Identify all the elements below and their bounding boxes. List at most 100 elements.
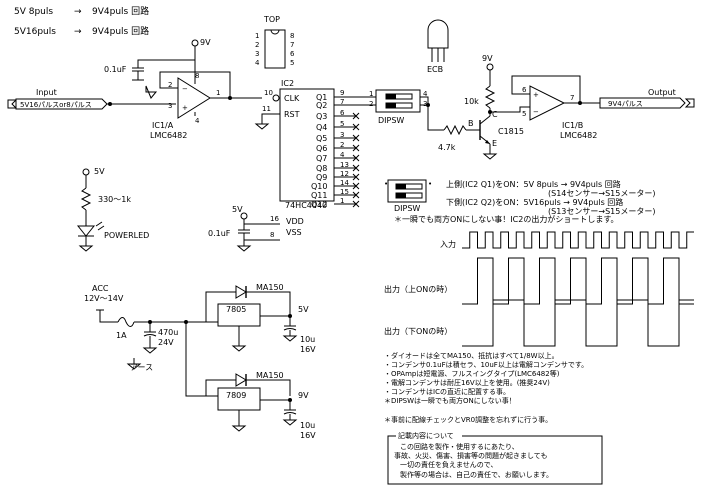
ic1a-opamp [177,77,211,119]
ic2-q-label: Q1 [316,93,327,102]
power-c10b: 10u [300,421,315,430]
ground-icon [145,85,158,99]
wave-in-label: 入力 [440,239,456,249]
ic2-out-pin: 7 [340,98,344,106]
vdd-terminal-icon [191,39,199,47]
output-label: Output [648,88,676,97]
wave-output-down [462,299,694,347]
led-supply: 5V [94,167,105,176]
ic2-vdd-pin: 16 [270,215,279,223]
legend-warn: ＊一瞬でも両方ONにしない事！IC2の出力がショートします。 [394,214,619,224]
ic2-out-pin: 4 [340,151,345,159]
transistor-package-icon: ECB [427,19,449,74]
disclaimer-line: 製作等の場合は、自己の責任で、お願いします。 [400,470,553,479]
ic2-q-label: Q11 [311,191,327,200]
fuse-icon [117,317,135,327]
emitter-arrow-icon [485,140,490,144]
led-resistor: 330～1k [98,195,131,204]
ic1b-pin-out: 7 [570,94,574,102]
r-pullup: 10k [464,97,479,106]
wave-out-down-label: 出力（下ONの時） [384,326,452,336]
ic-top-pin: 8 [290,32,294,40]
ic-top-pin: 2 [255,41,259,49]
ic2-out-pin: 1 [340,197,344,205]
power-supply: ACC 12V～14V 1A 470u 24V アース MA150 7805 [84,283,316,440]
note-line: ・ダイオードは全てMA150、抵抗はすべて1/8W以上。 [384,351,559,360]
dipsw-label: DIPSW [378,116,404,125]
power-fuse: 1A [116,331,127,340]
ic-top-pin: 1 [255,32,259,40]
no-connect-marks [352,112,360,208]
note-line: ・コンデンサ0.1uFは積セラ、10uF以上は電解コンデンサです。 [384,360,588,369]
dipsw-legend-pin: • [428,180,432,188]
power-c10b-v: 16V [300,431,316,440]
ic1b-name: IC1/B [562,121,583,130]
ic1b-minus: − [533,108,539,116]
ic1a-pin-vdd: 8 [195,72,199,80]
ic1a-pin-neg: 2 [168,81,172,89]
dipsw-main-body[interactable] [375,89,421,113]
dipsw-pin: 3 [423,100,427,108]
resistor-4k7-icon [443,124,467,136]
power-out1: 5V [298,305,309,314]
input-label: Input [36,88,57,97]
r-base: 4.7k [438,143,456,152]
cap-c2: 0.1uF [208,229,231,238]
supply-9v-a: 9V [200,38,211,47]
ic-top-pin: 5 [290,59,294,67]
header-line1-left: 5V 8puls [14,7,53,17]
note-line: ・電解コンデンサは耐圧16V以上を使用。(推奨24V) [384,378,550,387]
cap-c1: 0.1uF [104,65,127,74]
ic2-out-pin: 3 [340,131,344,139]
ic1b-pin-pos: 6 [522,86,527,94]
disclaimer-line: 一切の責任を負えませんので、 [400,460,498,469]
ic-top-label: TOP [263,15,280,24]
ic-top-pin: 6 [290,50,295,58]
ic2-vdd: VDD [286,217,304,226]
ic2-out-pin: 15 [340,188,349,196]
legend-up-sub: (S14センサー→S15メーター) [548,189,655,198]
input-signal-box [15,98,108,110]
ic1b-opamp [529,85,566,121]
power-out2: 9V [298,391,309,400]
ground-icon [282,335,298,342]
wave-input [462,231,694,249]
legend-down-sub: (S13センサー→S15メーター) [548,207,655,216]
output-stage: + − 6 5 7 IC1/B LMC6482 Output 9V4パルス [511,75,695,140]
ic2-out-pin: 12 [340,170,349,178]
ic2-out-pin: 6 [340,109,345,117]
transistor-stage: 4.7k B C E C1815 10k 9V [438,54,530,160]
supply-5v-b: 5V [232,205,243,214]
power-reg2: 7809 [226,391,246,400]
header-line1-arrow: → [74,7,82,17]
power-c10a: 10u [300,335,315,344]
led-resistor-icon [80,187,92,211]
power-cap-main: 470u [158,328,178,337]
output-signal: 9V4パルス [608,100,643,108]
input-signal: 5V16パルスor8パルス [20,101,92,109]
power-ground: アース [130,363,153,372]
power-acc: ACC [92,284,109,293]
notes: ・ダイオードは全てMA150、抵抗はすべて1/8W以上。 ・コンデンサ0.1uF… [384,351,588,424]
ic1b-pin-neg: 5 [522,110,526,118]
power-d2: MA150 [256,371,284,380]
ic2-vss-pin: 8 [270,231,274,239]
ic2-counter: IC2 CLK RST 10 11 74HC4040 Q1 Q2 Q3 Q4 Q… [208,79,376,252]
ic2-q-label: Q2 [316,101,327,110]
ic1a-plus: + [182,104,188,112]
ground-icon [236,245,252,252]
ic2-q-label: Q4 [316,123,327,132]
dipsw-pin: 2 [369,100,373,108]
ic1a-minus: − [182,85,188,93]
ic2-out-pin: 2 [340,141,344,149]
ground-icon [78,245,94,252]
check-note: ＊事前に配線チェックとVR0調整を忘れずに行う事。 [384,415,552,424]
dipsw-legend-icon [387,179,427,203]
ground-icon [126,363,142,370]
wave-out-up-label: 出力（上ONの時） [384,284,452,294]
ground-icon [231,345,247,352]
power-range: 12V～14V [84,294,124,303]
ic2-body [279,88,335,202]
note-line: ・コンデンサはICの直近に配置する事。 [384,387,510,396]
ic2-out-pin: 13 [340,161,349,169]
